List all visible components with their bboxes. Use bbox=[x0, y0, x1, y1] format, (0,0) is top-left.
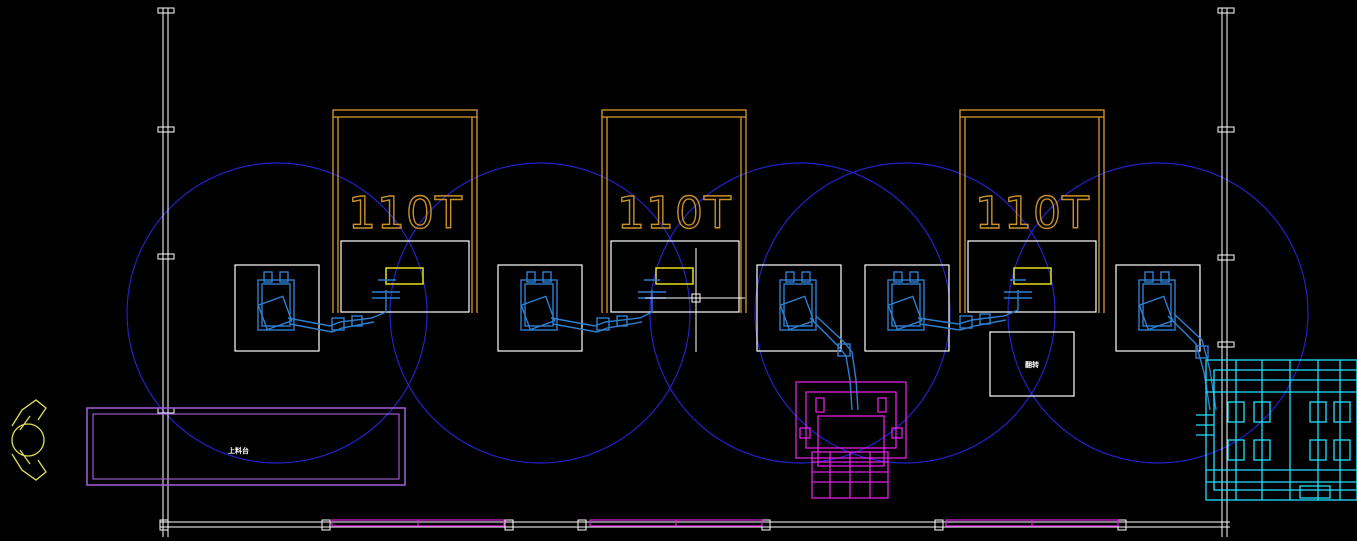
reach-circle-4 bbox=[754, 162, 1056, 464]
rack-inner bbox=[92, 413, 400, 480]
flip-station-tag: 翻转 bbox=[1025, 360, 1039, 369]
rack-outer bbox=[86, 407, 406, 486]
press-die-area-1 bbox=[340, 240, 470, 313]
reach-circle-5 bbox=[1007, 162, 1309, 464]
robot-2[interactable] bbox=[520, 271, 666, 333]
transfer-fixture[interactable] bbox=[795, 381, 907, 499]
press-frame-2 bbox=[601, 109, 747, 313]
robot-4[interactable] bbox=[887, 271, 1032, 331]
gripper-icon[interactable] bbox=[11, 399, 47, 481]
tool-marker-3 bbox=[1013, 267, 1052, 285]
press-die-area-3 bbox=[967, 240, 1097, 313]
robot-base-boxes bbox=[234, 264, 1201, 352]
flip-station[interactable]: 翻转 bbox=[989, 331, 1075, 397]
press-label-2: 110T bbox=[617, 188, 732, 239]
robot-5[interactable] bbox=[1138, 271, 1217, 411]
press-1[interactable]: 110T bbox=[332, 109, 478, 313]
press-frame-3 bbox=[959, 109, 1105, 313]
reach-circle-2 bbox=[389, 162, 691, 464]
press-2[interactable]: 110T bbox=[601, 109, 747, 313]
crosshair-cursor-icon bbox=[645, 248, 745, 352]
tool-marker-1 bbox=[385, 267, 424, 285]
robot-3[interactable] bbox=[779, 271, 859, 411]
tool-marker-2 bbox=[655, 267, 694, 285]
reach-circle-1 bbox=[126, 162, 428, 464]
press-frame-1 bbox=[332, 109, 478, 313]
press-label-3: 110T bbox=[975, 188, 1090, 239]
bottom-rail bbox=[159, 519, 1230, 531]
press-die-area-2 bbox=[610, 240, 740, 313]
robot-1[interactable] bbox=[257, 271, 400, 333]
vertical-rails bbox=[157, 7, 1235, 537]
press-label-1: 110T bbox=[348, 188, 463, 239]
press-3[interactable]: 110T bbox=[959, 109, 1105, 313]
bottom-magenta-beds bbox=[331, 519, 1119, 527]
rack-tag: 上料台 bbox=[228, 446, 249, 455]
robot-reach-circles bbox=[126, 162, 1309, 464]
loading-rack[interactable]: 上料台 bbox=[86, 407, 406, 486]
flip-station-box bbox=[989, 331, 1075, 397]
output-conveyor[interactable] bbox=[1196, 359, 1357, 501]
